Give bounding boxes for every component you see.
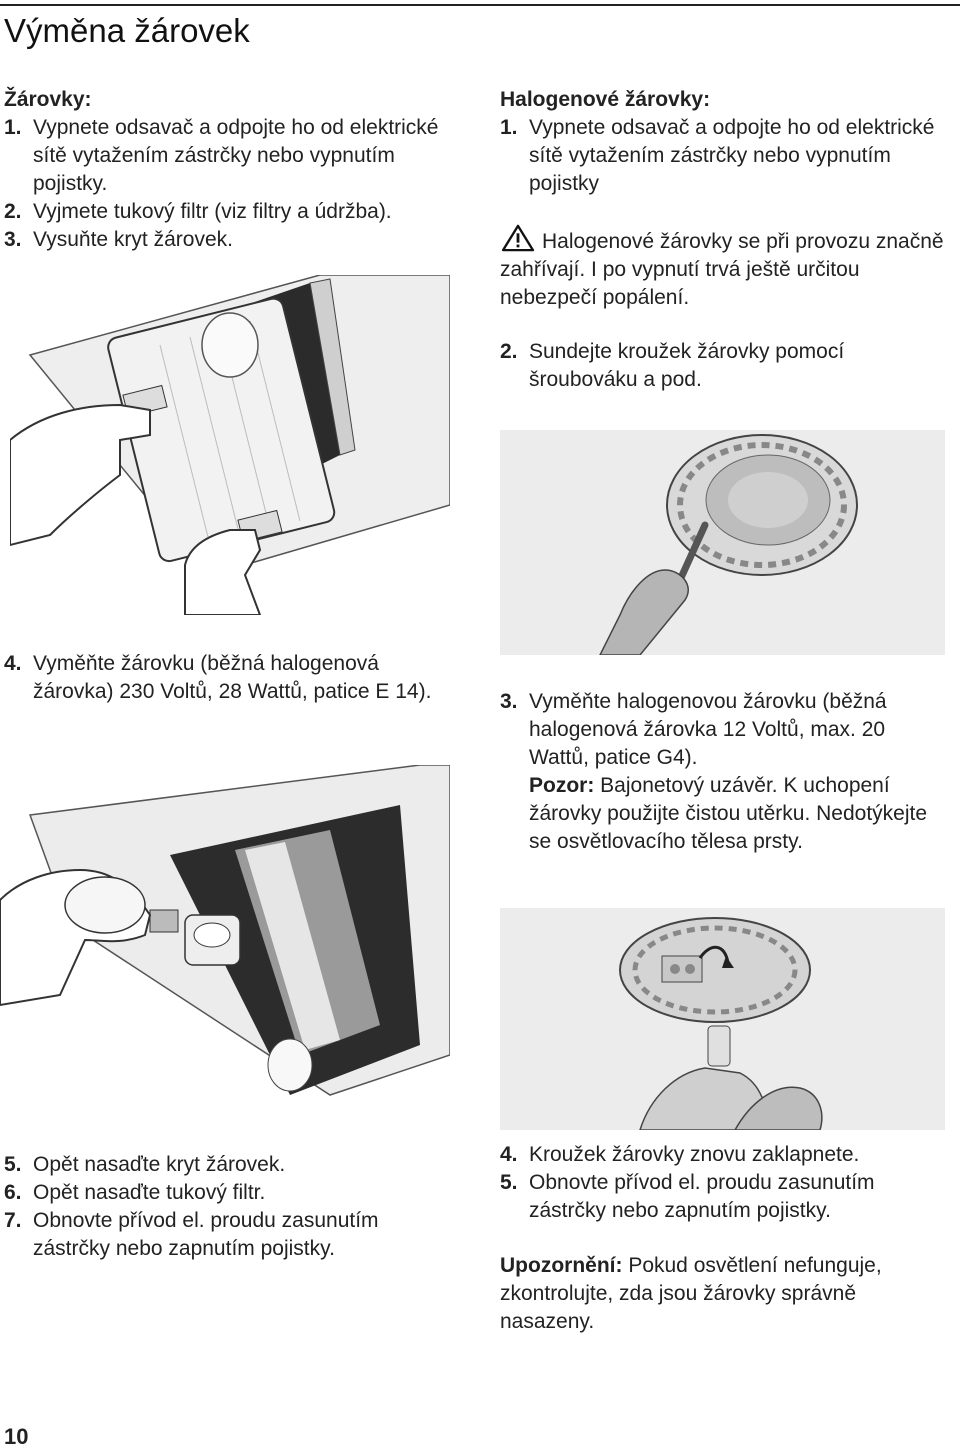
- halogen-replacement-illustration: [500, 908, 945, 1130]
- bulbs-step-6: 6.Opět nasaďte tukový filtr.: [4, 1181, 266, 1204]
- heat-warning: Halogenové žárovky se při provozu značně…: [500, 224, 950, 312]
- bulbs-step-7: 7.Obnovte přívod el. proudu zasunutím zá…: [4, 1209, 379, 1260]
- caution-label: Pozor:: [529, 774, 595, 797]
- halogen-step-4: 4.Kroužek žárovky znovu zaklapnete.: [500, 1143, 860, 1166]
- halogen-step-2: 2.Sundejte kroužek žárovky pomocí šroubo…: [500, 340, 845, 391]
- bulbs-step-1: 1.Vypnete odsavač a odpojte ho od elektr…: [4, 116, 439, 195]
- halogen-heading: Halogenové žárovky:: [500, 88, 711, 111]
- bulbs-step-3: 3.Vysuňte kryt žárovek.: [4, 228, 233, 251]
- ring-removal-illustration: [500, 430, 945, 655]
- bulb-replacement-illustration: [0, 765, 450, 1096]
- bulbs-step-4-block: 4.Vyměňte žárovku (běžná halogenová žáro…: [4, 650, 454, 706]
- note-label: Upozornění:: [500, 1254, 623, 1277]
- bulbs-step-2: 2.Vyjmete tukový filtr (viz filtry a údr…: [4, 200, 392, 223]
- bulbs-section: Žárovky: 1.Vypnete odsavač a odpojte ho …: [4, 86, 454, 254]
- page-number: 10: [4, 1424, 29, 1449]
- page-title: Výměna žárovek: [4, 12, 250, 49]
- warning-triangle-icon: [501, 224, 535, 252]
- lighting-note: Upozornění: Pokud osvětlení nefunguje, z…: [500, 1252, 940, 1336]
- note-text: Pokud osvětlení nefunguje, zkontrolujte,…: [500, 1254, 882, 1333]
- halogen-step-3: 3.Vyměňte halogenovou žárovku (běžná hal…: [500, 690, 928, 853]
- top-rule: [0, 4, 960, 6]
- warning-text: Halogenové žárovky se při provozu značně…: [500, 230, 944, 309]
- halogen-step-5: 5.Obnovte přívod el. proudu zasunutím zá…: [500, 1171, 875, 1222]
- bulbs-heading: Žárovky:: [4, 88, 92, 111]
- bulbs-step-4: 4.Vyměňte žárovku (běžná halogenová žáro…: [4, 652, 432, 703]
- halogen-step-1: 1.Vypnete odsavač a odpojte ho od elektr…: [500, 116, 935, 195]
- halogen-final-steps: 4.Kroužek žárovky znovu zaklapnete. 5.Ob…: [500, 1141, 950, 1225]
- cover-removal-illustration: [10, 275, 450, 615]
- bulbs-final-steps: 5.Opět nasaďte kryt žárovek. 6.Opět nasa…: [4, 1151, 454, 1263]
- halogen-section: Halogenové žárovky: 1.Vypnete odsavač a …: [500, 86, 950, 394]
- halogen-step-3-block: 3.Vyměňte halogenovou žárovku (běžná hal…: [500, 688, 950, 856]
- caution-text: Bajonetový uzávěr. K uchopení žárovky po…: [529, 774, 928, 853]
- bulbs-step-5: 5.Opět nasaďte kryt žárovek.: [4, 1153, 286, 1176]
